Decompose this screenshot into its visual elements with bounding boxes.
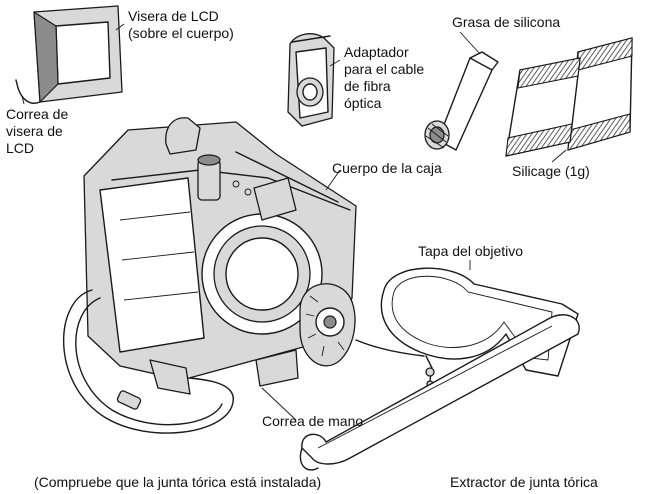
fiber-adapter-drawing [287,33,335,127]
label-silicone-grease: Grasa de silicona [452,14,561,30]
silicage-drawing [505,37,633,157]
label-silicage: Silicage (1g) [512,163,590,179]
label-fiber-adapter: Adaptador para el cable de fibra óptica [344,44,425,111]
label-lens-cap: Tapa del objetivo [418,243,524,259]
label-oring-remover: Extractor de junta tórica [450,474,598,490]
hand-strap-drawing [63,289,235,434]
label-lcd-hood: Visera de LCD (sobre el cuerpo) [128,8,234,41]
leader-lines [21,23,567,421]
oring-remover-drawing [299,314,580,471]
grease-tube-drawing [424,51,499,151]
lcd-hood-drawing [15,5,123,104]
label-hand-strap: Correa de mano [262,413,364,429]
label-housing-body: Cuerpo de la caja [332,160,442,176]
label-hood-strap: Correa de visera de LCD [6,106,69,156]
housing-body-drawing [83,117,357,395]
label-oring-note: (Compruebe que la junta tórica está inst… [34,474,322,490]
